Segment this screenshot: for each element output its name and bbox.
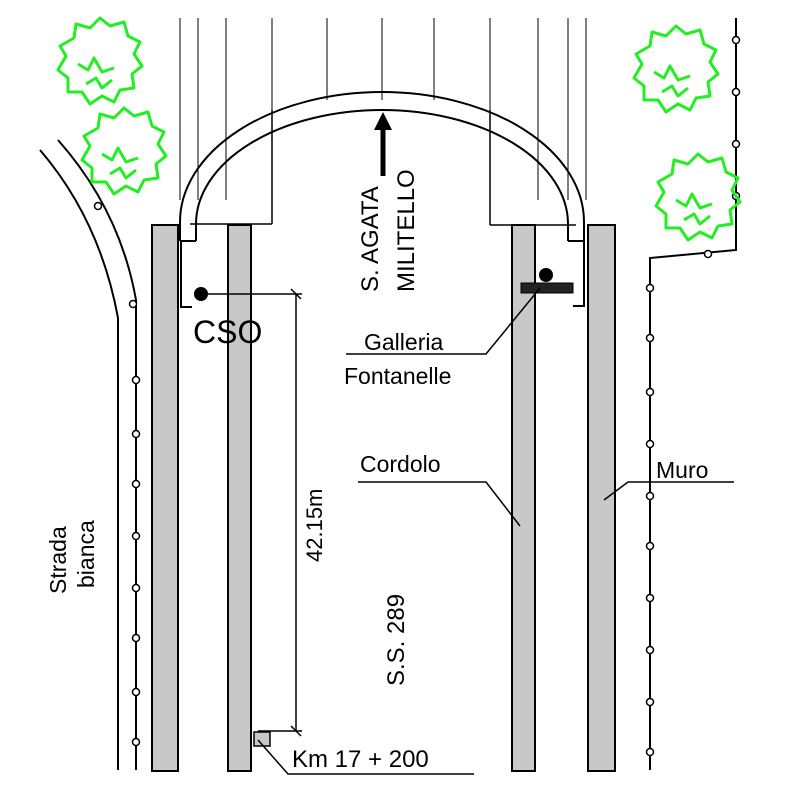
tree-icon	[632, 24, 720, 114]
portal-frames	[180, 241, 585, 308]
km-label: Km 17 + 200	[292, 746, 429, 773]
direction-arrow	[374, 112, 392, 176]
galleria-leader	[346, 287, 541, 355]
distance-label: 42.15m	[302, 489, 327, 562]
direction-label-line2: MILITELLO	[393, 169, 420, 292]
right-fence	[649, 18, 737, 770]
right-fence-posts	[645, 35, 741, 757]
cordolo-label: Cordolo	[360, 451, 441, 477]
right-cordolo	[511, 224, 536, 772]
cordolo-leader	[358, 481, 521, 527]
distance-dimension	[258, 288, 302, 737]
left-wall	[151, 224, 179, 772]
tree-icon	[80, 106, 168, 196]
walls	[151, 224, 616, 772]
muro-leader	[603, 481, 734, 501]
km-marker-icon	[253, 731, 271, 747]
left-cordolo	[227, 224, 252, 772]
strada-label-line1: Strada	[45, 526, 71, 594]
strada-bianca-road	[39, 139, 137, 770]
strada-label-line2: bianca	[73, 520, 99, 588]
cso-sensor-icon	[194, 287, 208, 301]
galleria-label-line2: Fontanelle	[344, 363, 451, 389]
galleria-label-line1: Galleria	[364, 329, 443, 355]
galleria-sensor-icon	[539, 268, 553, 282]
trees	[56, 16, 742, 242]
cso-label: CSO	[193, 314, 262, 350]
tree-icon	[654, 152, 742, 242]
muro-label: Muro	[656, 457, 708, 483]
road-label: S.S. 289	[383, 594, 410, 686]
tunnel-arch	[179, 91, 585, 242]
tree-icon	[56, 16, 144, 106]
km-leader	[257, 739, 474, 775]
left-fence-posts	[93, 201, 141, 747]
direction-label-line1: S. AGATA	[357, 186, 384, 292]
galleria-bar	[520, 282, 574, 294]
right-wall	[587, 224, 616, 772]
